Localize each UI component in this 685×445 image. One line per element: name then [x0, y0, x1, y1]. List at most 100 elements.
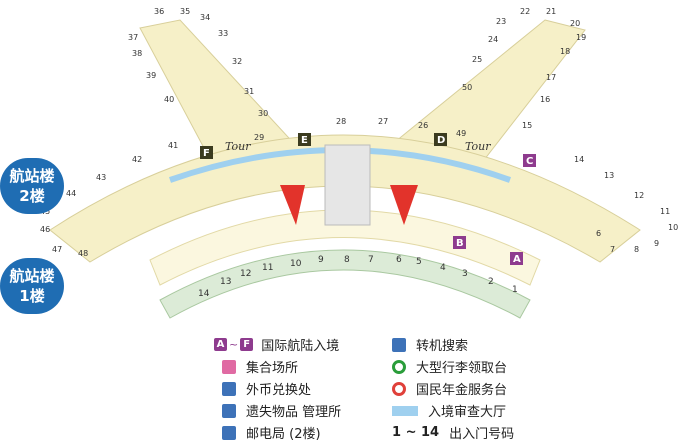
meeting-point-icon: [222, 359, 236, 374]
level1-concourse: [159, 249, 531, 319]
zone-marker-e: [298, 133, 311, 146]
gate-south-6: 6: [396, 255, 402, 265]
gate-north-7: 7: [610, 245, 615, 254]
currency-exchange-icon: [222, 381, 236, 396]
gate-north-43: 43: [96, 173, 106, 182]
gate-south-2: 2: [488, 277, 494, 287]
tour-label-left: Tour: [225, 140, 251, 153]
floor-2f-line1: 航站楼: [9, 167, 55, 185]
gate-north-44: 44: [66, 189, 76, 198]
gate-north-18: 18: [560, 47, 570, 56]
main-concourse: [49, 134, 641, 263]
gate-north-38: 38: [132, 49, 142, 58]
lost-found-icon: [222, 403, 236, 418]
gate-south-5: 5: [416, 257, 422, 267]
gate-north-34: 34: [200, 13, 210, 22]
post-office-icon: [222, 425, 236, 440]
legend-baggage: 大型行李领取台: [392, 357, 507, 376]
gate-south-3: 3: [462, 269, 468, 279]
zone-sep: ~: [229, 338, 239, 351]
baggage-claim-icon: [392, 359, 406, 374]
gate-north-10: 10: [668, 223, 678, 232]
zone-label-a: A: [513, 254, 521, 265]
gate-south-13: 13: [220, 277, 231, 287]
legend-exchange: 外币兑换处: [222, 379, 311, 398]
gate-north-6: 6: [596, 229, 601, 238]
gate-north-30: 30: [258, 109, 268, 118]
zone-label-d: D: [437, 135, 445, 146]
zone-from: A: [214, 338, 227, 351]
gate-north-49: 49: [456, 129, 466, 138]
gate-north-20: 20: [570, 19, 580, 28]
gate-north-11: 11: [660, 207, 670, 216]
zone-to: F: [240, 338, 254, 351]
floor-1f-line1: 航站楼: [9, 267, 55, 285]
gate-north-12: 12: [634, 191, 644, 200]
legend-pension-label: 国民年金服务台: [416, 383, 508, 398]
gate-north-50: 50: [462, 83, 472, 92]
legend-transfer: 转机搜索: [392, 335, 468, 354]
gate-north-47: 47: [52, 245, 62, 254]
zone-label-c: C: [526, 156, 533, 167]
gate-north-13: 13: [604, 171, 614, 180]
zone-label-e: E: [301, 135, 308, 146]
legend-gate-label: 出入门号码: [449, 427, 515, 442]
zone-range-icon: A ~ F: [214, 338, 254, 351]
gate-north-48: 48: [78, 249, 88, 258]
gate-north-28: 28: [336, 117, 346, 126]
zone-marker-f: [200, 146, 213, 159]
gate-south-9: 9: [318, 255, 324, 265]
gate-north-8: 8: [634, 245, 639, 254]
legend-exchange-label: 外币兑换处: [246, 383, 312, 398]
arrival-hall: [149, 209, 541, 286]
legend-gates: 1 ~ 14 出入门号码: [392, 423, 514, 442]
gate-north-21: 21: [546, 7, 556, 16]
zone-marker-c: [523, 154, 536, 167]
gate-north-41: 41: [168, 141, 178, 150]
gate-north-9: 9: [654, 239, 659, 248]
gate-south-12: 12: [240, 269, 251, 279]
gate-north-42: 42: [132, 155, 142, 164]
gate-north-29: 29: [254, 133, 264, 142]
legend-meeting-label: 集合场所: [246, 361, 299, 376]
gate-south-1: 1: [512, 285, 518, 295]
floor-badge-2f: 航站楼 2楼: [0, 158, 64, 214]
gate-north-24: 24: [488, 35, 498, 44]
gate-north-31: 31: [244, 87, 254, 96]
legend-transfer-label: 转机搜索: [416, 339, 469, 354]
gate-north-27: 27: [378, 117, 388, 126]
legend-lost-label: 遗失物品 管理所: [246, 405, 342, 420]
legend-zone-label: 国际航陆入境: [261, 339, 340, 354]
arrow-left: [280, 185, 305, 225]
gate-north-15: 15: [522, 121, 532, 130]
legend-lost: 遗失物品 管理所: [222, 401, 341, 420]
gate-north-33: 33: [218, 29, 228, 38]
gate-south-7: 7: [368, 255, 374, 265]
transfer-icon: [392, 337, 406, 352]
floor-badge-1f: 航站楼 1楼: [0, 258, 64, 314]
zone-label-b: B: [456, 238, 464, 249]
legend-post: 邮电局 (2楼): [222, 423, 321, 442]
gate-north-46: 46: [40, 225, 50, 234]
legend-immigration-label: 入境审查大厅: [428, 405, 507, 420]
arrow-right: [390, 185, 418, 225]
gate-north-25: 25: [472, 55, 482, 64]
gate-north-19: 19: [576, 33, 586, 42]
gate-north-32: 32: [232, 57, 242, 66]
gate-north-36: 36: [154, 7, 164, 16]
gate-north-39: 39: [146, 71, 156, 80]
floor-2f-line2: 2楼: [19, 187, 45, 205]
legend-post-label: 邮电局 (2楼): [246, 427, 321, 442]
gate-north-26: 26: [418, 121, 428, 130]
legend-zone: A ~ F 国际航陆入境: [214, 335, 339, 354]
legend-pension: 国民年金服务台: [392, 379, 507, 398]
gate-north-23: 23: [496, 17, 506, 26]
gate-south-14: 14: [198, 289, 210, 299]
legend-baggage-label: 大型行李领取台: [416, 361, 508, 376]
legend-gate-range: 1 ~ 14: [392, 425, 440, 440]
zone-marker-a: [510, 252, 523, 265]
gate-north-37: 37: [128, 33, 138, 42]
tour-label-right: Tour: [465, 140, 491, 153]
pension-service-icon: [392, 381, 406, 396]
